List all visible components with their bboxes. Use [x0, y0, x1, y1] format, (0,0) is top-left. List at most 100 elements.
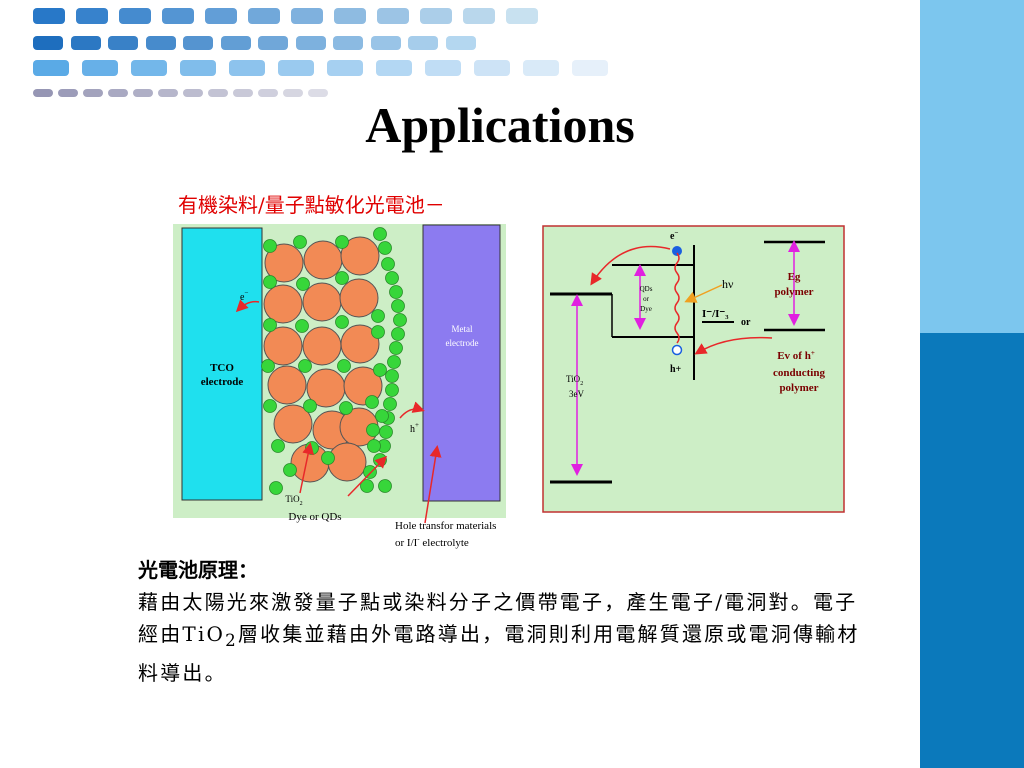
dye-molecule — [271, 439, 285, 453]
dye-molecule — [335, 271, 349, 285]
tio2-particle — [264, 243, 304, 283]
body-paragraph: 藉由太陽光來激發量子點或染料分子之價帶電子，產生電子/電洞對。電子經由TiO2層… — [138, 590, 860, 685]
dye-molecule — [385, 369, 399, 383]
dye-molecules — [261, 227, 407, 495]
dye-molecule — [387, 355, 401, 369]
header-pill — [131, 60, 167, 76]
header-pill — [33, 36, 63, 50]
ev-label: polymer — [779, 382, 818, 394]
header-pill — [291, 8, 323, 24]
tio2-particle — [273, 404, 313, 444]
ev-label: conducting — [773, 367, 825, 379]
dye-pointer-arrow — [347, 455, 388, 497]
tio2-particle — [303, 240, 343, 280]
header-pill — [278, 60, 314, 76]
metal-label: Metal — [452, 324, 473, 334]
dye-molecule — [263, 399, 277, 413]
hole-dot — [671, 344, 683, 356]
tio2-particle — [339, 278, 379, 318]
header-pill — [327, 60, 363, 76]
dye-molecule — [293, 235, 307, 249]
dye-molecule — [385, 271, 399, 285]
hole-label: h+ — [670, 364, 682, 375]
eg-label: Eg — [788, 271, 801, 283]
dye-molecule — [321, 451, 335, 465]
header-pill — [33, 60, 69, 76]
slide-subtitle: 有機染料/量子點敏化光電池－ — [178, 193, 445, 217]
electrolyte-label: or I/I- electrolyte — [395, 535, 469, 549]
header-pill — [377, 8, 409, 24]
header-pill — [376, 60, 412, 76]
ev-label: Ev of h+ — [777, 349, 815, 362]
dye-molecule — [305, 441, 319, 455]
electron-label: e− — [240, 289, 248, 303]
dye-molecule — [296, 277, 310, 291]
header-pill — [76, 8, 108, 24]
tio2-label: TiO2 — [285, 494, 302, 507]
dye-molecule — [381, 257, 395, 271]
electron-label: e− — [670, 229, 678, 242]
hole-transfer-label: Hole transfor materials — [395, 520, 496, 532]
header-pill — [283, 89, 303, 97]
dye-molecule — [261, 359, 275, 373]
header-pill — [119, 8, 151, 24]
dye-molecule — [366, 423, 380, 437]
or-label: or — [741, 317, 751, 328]
dye-label: Dye or QDs — [288, 511, 341, 523]
right-accent-bar-dark — [920, 333, 1024, 768]
tio2-particle — [263, 326, 303, 366]
dye-molecule — [337, 359, 351, 373]
electron-arrow — [235, 299, 260, 313]
header-pill — [425, 60, 461, 76]
dye-molecule — [295, 319, 309, 333]
tio2-label: TiO2 — [566, 374, 583, 387]
tio2-particle — [340, 324, 380, 364]
metal-label: electrode — [446, 338, 479, 348]
dye-molecule — [378, 241, 392, 255]
tio2-particle — [327, 442, 367, 482]
header-pill — [445, 36, 476, 50]
hole-label: h+ — [410, 421, 419, 435]
tio2-particle — [263, 284, 303, 324]
dye-molecule — [360, 479, 374, 493]
dye-molecule — [378, 479, 392, 493]
dye-molecule — [383, 397, 397, 411]
tio2-ev-label: 3eV — [569, 389, 584, 399]
dye-molecule — [339, 401, 353, 415]
header-pill — [33, 89, 53, 97]
dye-molecule — [371, 309, 385, 323]
qds-label: Dye — [640, 305, 652, 313]
dye-molecule — [303, 399, 317, 413]
header-pill — [308, 89, 328, 97]
header-pill — [258, 36, 288, 50]
eg-label: polymer — [774, 286, 813, 298]
dye-molecule — [335, 315, 349, 329]
dye-molecule — [263, 275, 277, 289]
dye-molecule — [371, 325, 385, 339]
header-pill — [506, 8, 538, 24]
header-pill — [133, 89, 153, 97]
header-pill — [523, 60, 559, 76]
electrolyte-pointer-arrow — [424, 445, 442, 524]
tco-label: TCO — [210, 362, 234, 374]
header-pill — [463, 8, 495, 24]
dye-molecule — [389, 285, 403, 299]
tco-label: electrode — [201, 376, 244, 388]
dye-molecule — [263, 318, 277, 332]
header-pill — [83, 89, 103, 97]
header-pill — [248, 8, 280, 24]
tio2-particle — [340, 236, 380, 276]
dye-molecule — [283, 463, 297, 477]
dye-molecule — [379, 425, 393, 439]
photon-arrow — [684, 284, 723, 303]
header-pill — [70, 36, 101, 50]
header-pill — [420, 8, 452, 24]
header-pill — [162, 8, 194, 24]
header-pill — [229, 60, 265, 76]
dye-molecule — [373, 227, 387, 241]
header-pill — [295, 36, 326, 50]
dye-molecule — [373, 453, 387, 467]
header-pill — [108, 36, 138, 50]
body-heading: 光電池原理： — [138, 558, 258, 582]
dye-molecule — [393, 313, 407, 327]
